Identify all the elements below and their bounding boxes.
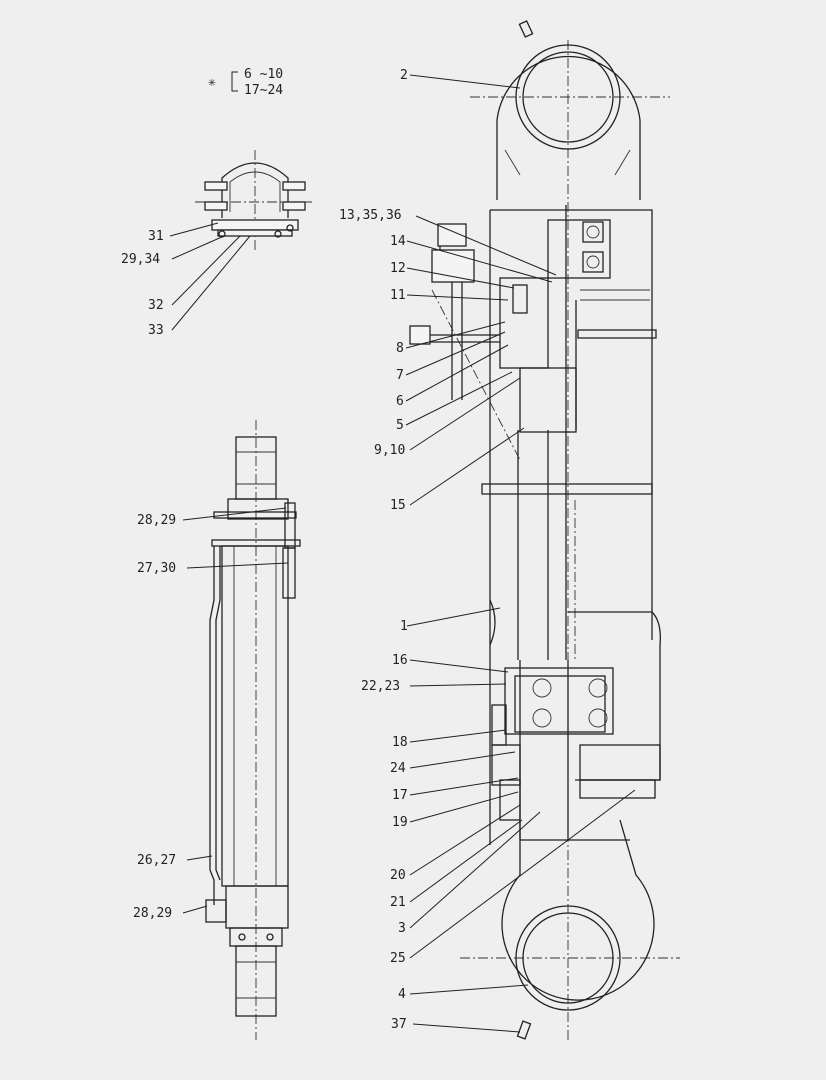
label-part-8: 8 xyxy=(396,341,404,356)
label-part-22-23: 22,23 xyxy=(361,679,400,694)
label-part-16: 16 xyxy=(392,653,408,668)
label-part-3: 3 xyxy=(398,921,406,936)
label-part-7: 7 xyxy=(396,368,404,383)
label-part-28-29-top: 28,29 xyxy=(137,513,176,528)
label-part-5: 5 xyxy=(396,418,404,433)
label-part-12: 12 xyxy=(390,261,406,276)
note-bracket xyxy=(231,71,238,92)
label-part-9-10: 9,10 xyxy=(374,443,405,458)
label-part-32: 32 xyxy=(148,298,164,313)
label-part-33: 33 xyxy=(148,323,164,338)
label-part-11: 11 xyxy=(390,288,406,303)
label-part-19: 19 xyxy=(392,815,408,830)
label-part-31: 31 xyxy=(148,229,164,244)
label-part-14: 14 xyxy=(390,234,406,249)
label-part-24: 24 xyxy=(390,761,406,776)
label-part-28-29-bottom: 28,29 xyxy=(133,906,172,921)
note-block: ✳ 6 ~10 17~24 xyxy=(208,67,283,98)
label-part-15: 15 xyxy=(390,498,406,513)
note-line-2: 17~24 xyxy=(244,83,283,98)
label-part-27-30: 27,30 xyxy=(137,561,176,576)
label-part-18: 18 xyxy=(392,735,408,750)
label-part-26-27: 26,27 xyxy=(137,853,176,868)
label-part-13-35-36: 13,35,36 xyxy=(339,208,402,223)
clamp-detail-view xyxy=(195,150,312,250)
leader-lines xyxy=(169,74,636,1033)
label-part-17: 17 xyxy=(392,788,408,803)
note-line-1: 6 ~10 xyxy=(244,67,283,82)
cylinder-side-view xyxy=(205,420,301,1040)
part-labels: 2 13,35,36 14 12 11 8 7 6 5 9,10 15 1 16… xyxy=(121,68,408,1032)
label-part-1: 1 xyxy=(400,619,408,634)
label-part-2: 2 xyxy=(400,68,408,83)
label-part-21: 21 xyxy=(390,895,406,910)
asterisk-symbol: ✳ xyxy=(208,75,216,90)
label-part-20: 20 xyxy=(390,868,406,883)
cylinder-main-view xyxy=(409,20,680,1040)
label-part-29-34: 29,34 xyxy=(121,252,160,267)
label-part-4: 4 xyxy=(398,987,406,1002)
label-part-25: 25 xyxy=(390,951,406,966)
label-part-37: 37 xyxy=(391,1017,407,1032)
label-part-6: 6 xyxy=(396,394,404,409)
